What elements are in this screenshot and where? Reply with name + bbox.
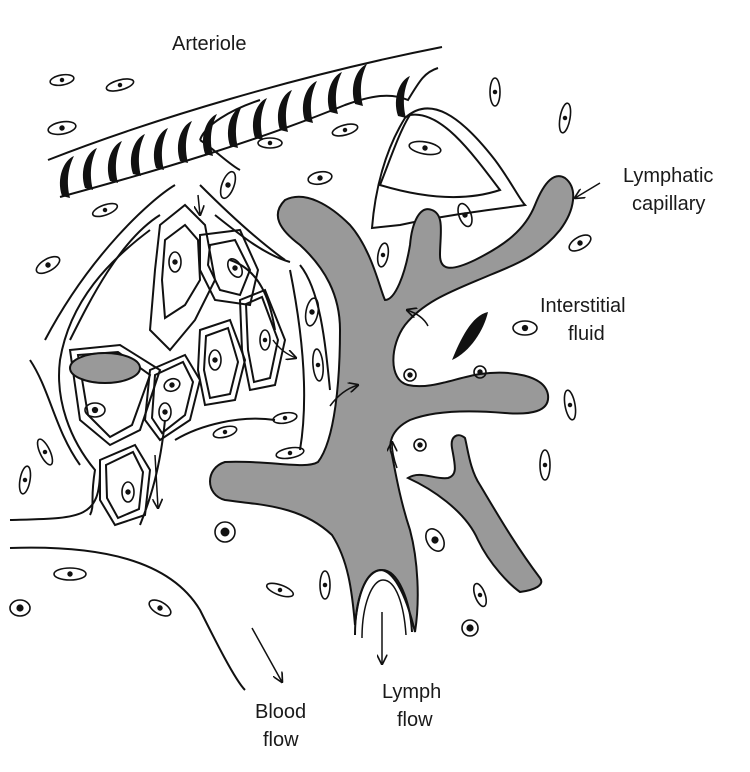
tissue-cells [9, 73, 592, 637]
lymphatic-capillary [69, 175, 575, 639]
tissue-cell [265, 582, 295, 598]
interstitial-fluid-label-1: Interstitial [540, 295, 626, 317]
tissue-cell [36, 438, 54, 466]
smooth-muscle-bands [59, 64, 410, 198]
muscle-band [302, 81, 317, 123]
tissue-cell [413, 438, 427, 452]
labels: Arteriole Lymphatic capillary Interstiti… [172, 33, 713, 751]
tissue-cell [49, 73, 75, 87]
tissue-cell [376, 242, 390, 268]
tissue-cell [219, 170, 237, 200]
tissue-cell [208, 349, 222, 371]
capillary-network [9, 99, 528, 691]
tissue-cell [472, 582, 488, 608]
tissue-cell [512, 320, 538, 336]
tissue-cell [425, 528, 445, 552]
muscle-band [227, 106, 242, 148]
tissue-cell [319, 570, 331, 600]
tissue-cell [168, 251, 182, 273]
tissue-cell [121, 481, 135, 503]
tissue-cell [403, 368, 417, 382]
tissue-cell [105, 78, 135, 92]
muscle-band [395, 76, 410, 118]
tissue-cell [408, 140, 442, 156]
arteriole [47, 46, 443, 198]
tissue-cell [214, 521, 236, 543]
tissue-cell [312, 348, 324, 382]
lymphatic-capillary-label-2: capillary [632, 193, 705, 215]
flow-arrows [155, 182, 601, 682]
tissue-cell [457, 202, 473, 228]
tissue-cell [489, 77, 501, 107]
muscle-band [59, 156, 74, 198]
muscle-band [177, 121, 192, 163]
muscle-band [107, 141, 122, 183]
blood-flow-label-2: flow [263, 729, 299, 751]
tissue-cell [84, 402, 106, 418]
muscle-band [277, 90, 292, 132]
muscle-band [130, 134, 145, 176]
muscle-band [352, 64, 367, 106]
tissue-cell [18, 465, 32, 495]
tissue-cell [568, 234, 592, 252]
muscle-band [252, 98, 267, 140]
tissue-cell [53, 567, 87, 581]
lymphatic-capillary-label-1: Lymphatic [623, 165, 713, 187]
tissue-cell [212, 425, 238, 439]
tissue-cell [307, 170, 333, 186]
tissue-cell [331, 123, 359, 137]
muscle-band [327, 72, 342, 114]
tissue-cell [35, 255, 61, 275]
tissue-cell [275, 446, 305, 460]
tissue-cell [257, 137, 283, 149]
muscle-band [202, 114, 217, 156]
tissue-cell [558, 102, 572, 134]
muscle-band [82, 148, 97, 190]
tissue-cell [304, 297, 320, 327]
tissue-cell [9, 599, 31, 617]
tissue-cell [226, 258, 244, 278]
muscle-band [153, 128, 168, 170]
lymph-flow-label-1: Lymph [382, 681, 441, 703]
lymph-flow-label-2: flow [397, 709, 433, 731]
tissue-cell [91, 202, 119, 218]
interstitial-fluid-label-2: fluid [568, 323, 605, 345]
tissue-cell [563, 389, 577, 421]
tissue-cell [163, 377, 181, 393]
tissue-cell [259, 329, 271, 351]
tissue-cell [272, 411, 298, 425]
tissue-cell [47, 120, 77, 136]
tissue-cell [148, 599, 172, 617]
blood-flow-label-1: Blood [255, 701, 306, 723]
tissue-cell [539, 449, 551, 481]
tissue-cell [158, 402, 172, 422]
tissue-cell [461, 619, 479, 637]
tissue-cell [473, 365, 487, 379]
arteriole-label: Arteriole [172, 33, 246, 55]
